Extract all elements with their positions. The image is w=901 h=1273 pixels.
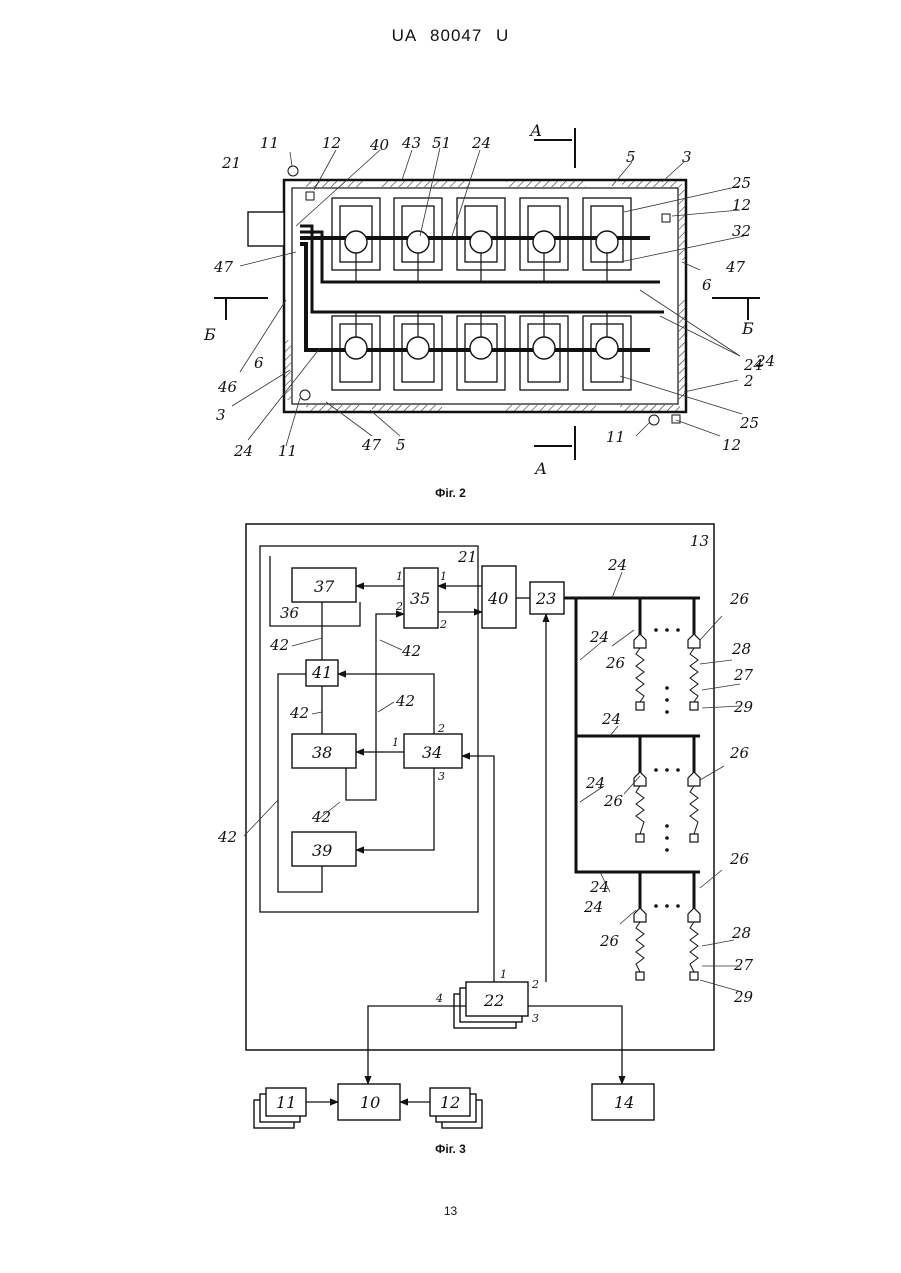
label-b-left: Б (203, 325, 216, 344)
label-a-top: А (529, 121, 542, 140)
label-2: 2 (743, 372, 754, 390)
label-47-bottom: 47 (361, 436, 382, 454)
label-32: 32 (732, 222, 751, 240)
label-3-top: 3 (682, 148, 692, 166)
label-12-right: 12 (732, 196, 751, 214)
label-47-right: 47 (725, 258, 746, 276)
figure-2-caption: Фіг. 2 (0, 486, 901, 500)
label-12-top: 12 (322, 134, 341, 152)
label-46: 46 (217, 378, 238, 396)
devices-top (345, 231, 618, 253)
sensors (288, 166, 680, 425)
label-11-top: 11 (260, 134, 279, 152)
label-11-bottom: 11 (606, 428, 625, 446)
label-51: 51 (432, 134, 451, 152)
figure-3-caption: Фіг. 3 (0, 1142, 901, 1156)
label-40: 40 (369, 136, 390, 154)
label-24-right-b: 24 (755, 352, 775, 370)
fig2-leader-lines (232, 148, 744, 446)
label-5-top: 5 (626, 148, 636, 166)
label-24-top: 24 (471, 134, 491, 152)
label-6-left: 6 (254, 354, 264, 372)
label-24-left: 24 (233, 442, 253, 460)
label-11-left: 11 (278, 442, 297, 460)
label-6-right: 6 (702, 276, 712, 294)
label-21: 21 (221, 154, 241, 172)
label-3-left: 3 (216, 406, 226, 424)
page-number: 13 (0, 1204, 901, 1218)
label-b-right: Б (741, 319, 754, 338)
control-box-21 (248, 212, 284, 246)
room-outline (284, 180, 686, 412)
label-25-top: 25 (731, 174, 751, 192)
label-25-bottom: 25 (739, 414, 759, 432)
label-5-bottom: 5 (396, 436, 406, 454)
label-47-left: 47 (213, 258, 234, 276)
label-12-bottom: 12 (722, 436, 741, 454)
label-a-bottom: А (534, 459, 547, 478)
label-43: 43 (401, 134, 421, 152)
